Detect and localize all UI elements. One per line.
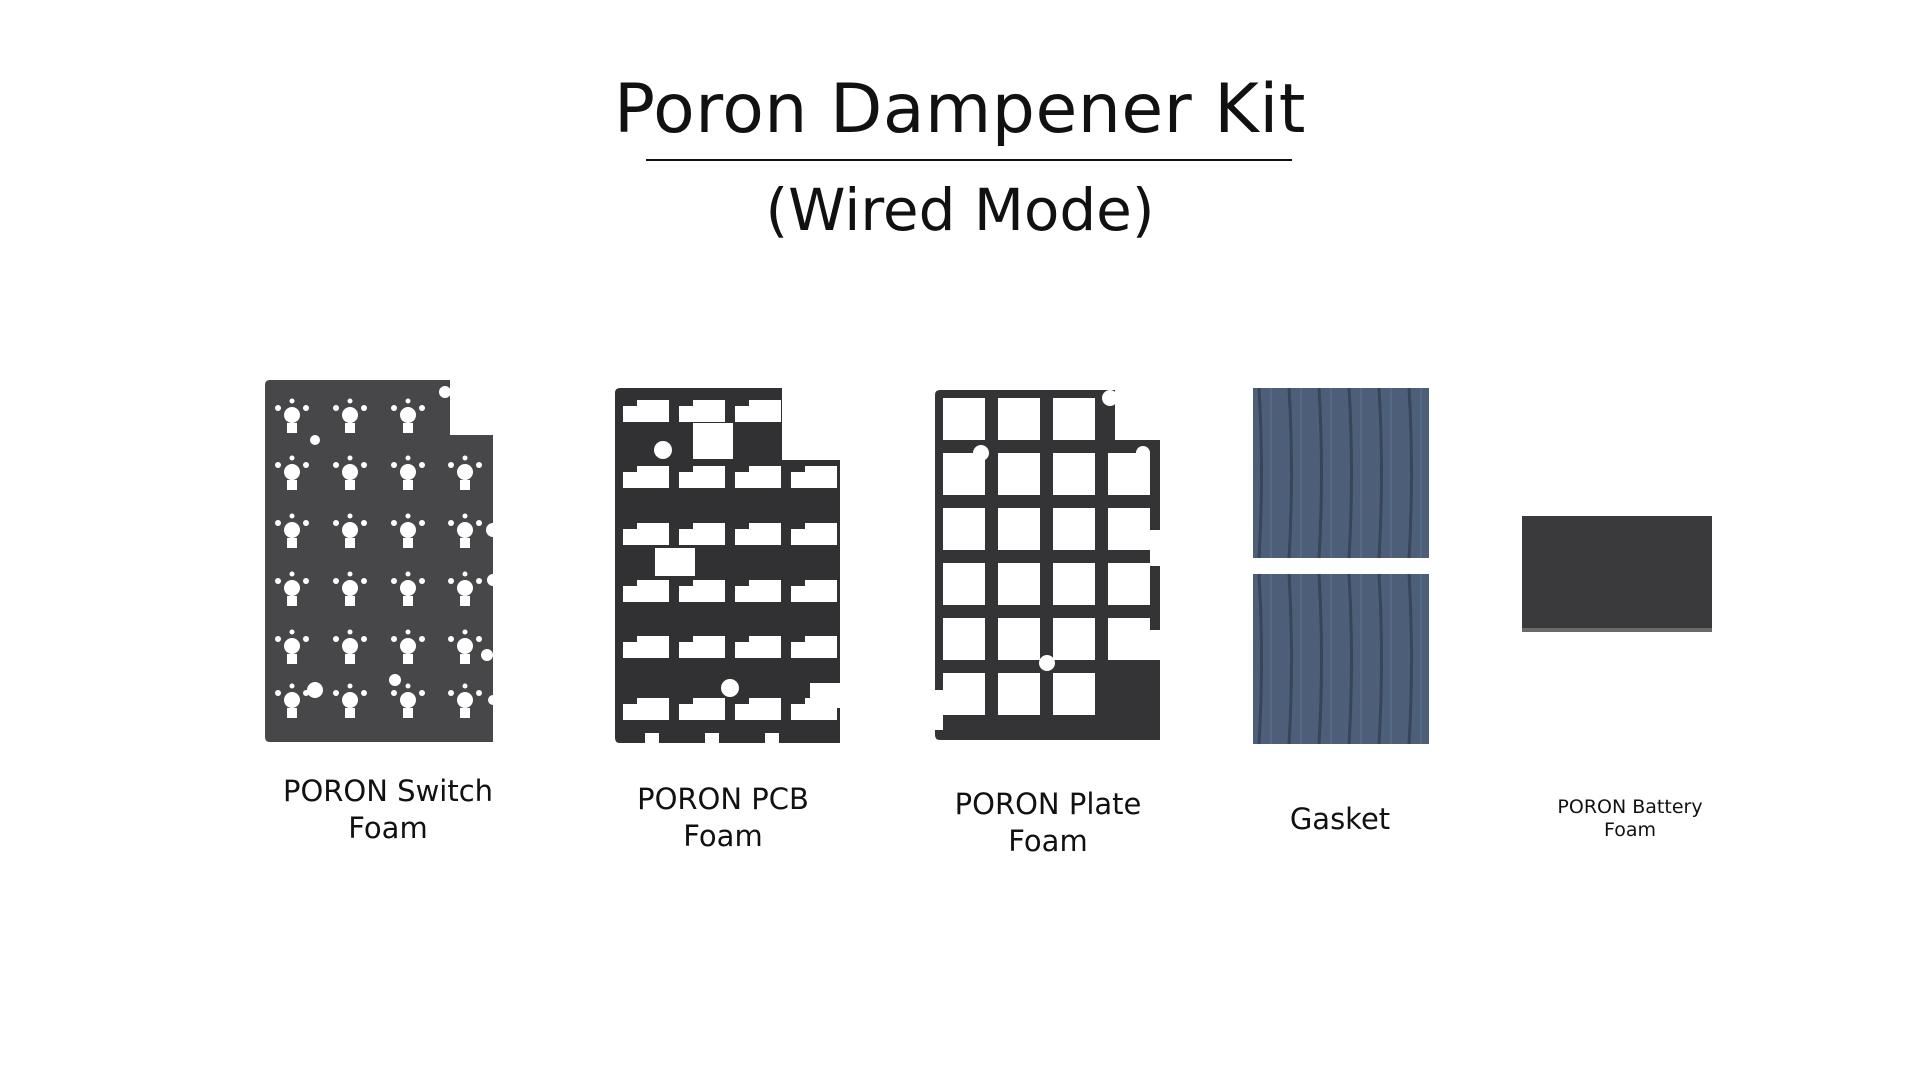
page-subtitle: (Wired Mode) bbox=[765, 176, 1155, 244]
title-underline bbox=[646, 159, 1292, 161]
switch-foam-image bbox=[265, 380, 500, 742]
battery-foam-image bbox=[1522, 516, 1712, 632]
plate-foam-image bbox=[935, 390, 1162, 740]
pcb-foam-image bbox=[615, 388, 840, 743]
gasket-label: Gasket bbox=[1289, 802, 1391, 836]
gasket-image bbox=[1253, 388, 1429, 744]
page-title: Poron Dampener Kit bbox=[614, 70, 1306, 149]
